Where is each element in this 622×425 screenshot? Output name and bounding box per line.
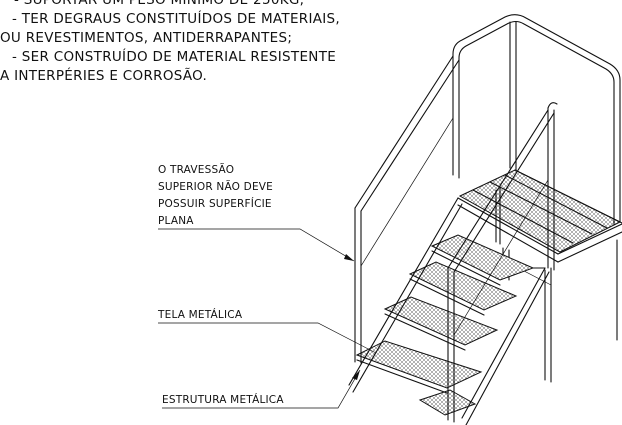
callout-travessao-line-1: O TRAVESSÃO [158,163,234,176]
callout-estrutura-label: ESTRUTURA METÁLICA [162,393,284,406]
tread-2 [408,261,518,311]
callout-estrutura: ESTRUTURA METÁLICA [162,369,361,409]
requirements-text: - SUPORTAR UM PESO MÍNIMO DE 250KG; - TE… [0,0,340,84]
callout-estrutura-leader [162,369,361,409]
requirement-line-4: - SER CONSTRUÍDO DE MATERIAL RESISTENTE [12,48,336,65]
stair-handrails [354,55,555,423]
callout-travessao-line-3: POSSUIR SUPERFÍCIE [158,197,272,210]
tread-3 [383,296,499,346]
callout-travessao-line-2: SUPERIOR NÃO DEVE [158,180,273,193]
callout-tela-leader [158,322,377,354]
arrow-icon [344,254,354,261]
requirement-line-3: OU REVESTIMENTOS, ANTIDERRAPANTES; [0,30,292,46]
requirement-line-2: - TER DEGRAUS CONSTITUÍDOS DE MATERIAIS, [12,10,340,27]
callout-tela: TELA METÁLICA [157,308,377,354]
requirement-line-1: - SUPORTAR UM PESO MÍNIMO DE 250KG; [14,0,304,8]
stair-stringers [348,197,550,425]
callout-travessao-line-4: PLANA [158,215,194,227]
requirement-line-5: A INTERPÉRIES E CORROSÃO. [0,67,207,84]
platform-railing [452,14,621,271]
callout-travessao: O TRAVESSÃO SUPERIOR NÃO DEVE POSSUIR SU… [158,163,355,262]
callout-travessao-leader [158,228,355,262]
callout-tela-label: TELA METÁLICA [157,308,243,321]
tread-4 [355,340,483,389]
arrow-icon [352,370,360,380]
